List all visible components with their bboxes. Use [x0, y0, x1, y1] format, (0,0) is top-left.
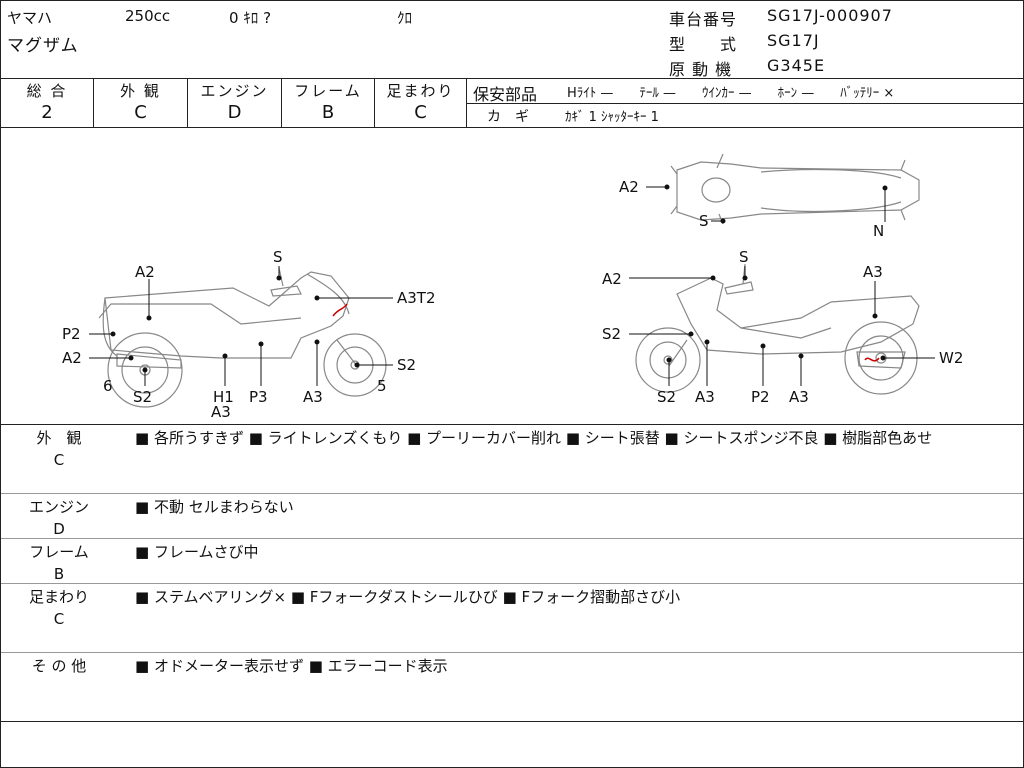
safety-parts-items: Hﾗｲﾄ — ﾃｰﾙ — ｳｲﾝｶｰ — ﾎｰﾝ — ﾊﾞｯﾃﾘｰ ×	[567, 86, 895, 101]
label-h1: H1	[213, 388, 234, 406]
section-engine: エンジン D ■ 不動 セルまわらない	[1, 494, 1023, 539]
safety-parts-label: 保安部品	[473, 85, 538, 104]
section-label: フレーム B	[15, 541, 103, 585]
section-frame: フレーム B ■ フレームさび中	[1, 539, 1023, 584]
label-s: S	[273, 248, 283, 266]
label-s: S	[699, 212, 709, 230]
grades-row: 総 合 2 外 観 C エンジン D フレーム B 足まわり C 保安部品 Hﾗ…	[1, 79, 1023, 128]
section-suspension: 足まわり C ■ ステムベアリング× ■ Fフォークダストシールひび ■ Fフォー…	[1, 584, 1023, 653]
grade-frame: フレーム B	[282, 79, 375, 127]
label-p2: P2	[62, 325, 81, 343]
label-p3: P3	[249, 388, 268, 406]
grade-value: D	[227, 102, 242, 123]
frame-label: 車台番号	[669, 10, 738, 29]
mileage: 0 ｷﾛ ?	[229, 9, 272, 27]
key-label: カ ギ	[487, 109, 529, 125]
damage-mark	[864, 357, 880, 362]
section-label: 外 観 C	[15, 427, 103, 471]
left-side-scooter	[98, 267, 387, 408]
grade-engine: エンジン D	[188, 79, 282, 127]
leader-lines	[89, 184, 935, 386]
grade-value: B	[321, 102, 335, 123]
section-title: エンジン	[28, 498, 89, 516]
grade-label: 外 観	[120, 82, 161, 100]
label-n: N	[873, 222, 885, 240]
key-row: カ ギ ｶｷﾞ 1 ｼｬｯﾀｰｷｰ 1	[467, 103, 1023, 127]
section-grade: C	[53, 451, 65, 469]
section-title: 外 観	[36, 429, 82, 447]
label-s2: S2	[657, 388, 677, 406]
label-a2: A2	[135, 263, 155, 281]
section-other: そ の 他 ■ オドメーター表示せず ■ エラーコード表示	[1, 653, 1023, 722]
label-a3: A3	[211, 403, 231, 421]
section-label: エンジン D	[15, 496, 103, 540]
section-exterior: 外 観 C ■ 各所うすきず ■ ライトレンズくもり ■ プーリーカバー削れ ■ …	[1, 425, 1023, 494]
grade-label: フレーム	[294, 82, 362, 100]
label-a3: A3	[695, 388, 715, 406]
label-a3: A3	[789, 388, 809, 406]
key-value: ｶｷﾞ 1 ｼｬｯﾀｰｷｰ 1	[565, 110, 659, 125]
maker: ヤマハ	[7, 9, 53, 27]
grade-value: C	[414, 102, 427, 123]
label-a3t2: A3T2	[397, 289, 436, 307]
section-text: ■ フレームさび中	[135, 543, 259, 561]
grade-overall: 総 合 2	[1, 79, 94, 127]
safety-parts: 保安部品 Hﾗｲﾄ — ﾃｰﾙ — ｳｲﾝｶｰ — ﾎｰﾝ — ﾊﾞｯﾃﾘｰ ×	[467, 79, 1023, 104]
section-label: そ の 他	[15, 655, 103, 677]
label-p2: P2	[751, 388, 770, 406]
section-text: ■ オドメーター表示せず ■ エラーコード表示	[135, 657, 448, 675]
section-grade: B	[53, 565, 65, 583]
engine-number: G345E	[767, 56, 826, 75]
damage-diagram: A2 S A3T2 P2 A2 S2 6 S2 H1 A3 P3 A3 5 A2…	[1, 128, 1023, 425]
section-label: 足まわり C	[15, 586, 103, 630]
grade-suspension: 足まわり C	[375, 79, 467, 127]
grade-label: 総 合	[26, 82, 68, 100]
label-a2: A2	[62, 349, 82, 367]
label-s2: S2	[602, 325, 622, 343]
label-a3: A3	[303, 388, 323, 406]
section-text: ■ ステムベアリング× ■ Fフォークダストシールひび ■ Fフォーク摺動部さび…	[135, 588, 681, 606]
grade-value: 2	[41, 102, 53, 123]
grade-value: C	[134, 102, 147, 123]
section-title: そ の 他	[31, 657, 87, 675]
frame-number: SG17J-000907	[767, 6, 893, 25]
type-number: SG17J	[767, 31, 820, 50]
damage-mark	[332, 303, 348, 317]
section-text: ■ 各所うすきず ■ ライトレンズくもり ■ プーリーカバー削れ ■ シート張替…	[135, 429, 933, 447]
section-grade: C	[53, 610, 65, 628]
type-label: 型 式	[669, 35, 738, 54]
section-title: フレーム	[29, 543, 89, 561]
model-name: マグザム	[7, 36, 79, 56]
top-view-scooter	[670, 153, 920, 225]
section-grade: D	[53, 520, 65, 538]
label-w2: W2	[939, 349, 964, 367]
header: ヤマハ 250cc 0 ｷﾛ ? ｸﾛ マグザム 車台番号 SG17J-0009…	[1, 1, 1023, 79]
section-text: ■ 不動 セルまわらない	[135, 498, 294, 516]
engine-label: 原 動 機	[669, 60, 733, 79]
label-a3: A3	[863, 263, 883, 281]
label-a2: A2	[619, 178, 639, 196]
grade-label: 足まわり	[386, 82, 455, 100]
label-5: 5	[377, 377, 387, 395]
grade-label: エンジン	[200, 82, 269, 100]
label-6: 6	[103, 377, 113, 395]
grade-exterior: 外 観 C	[94, 79, 188, 127]
label-s2: S2	[397, 356, 417, 374]
section-title: 足まわり	[28, 588, 89, 606]
displacement: 250cc	[125, 7, 171, 25]
label-s: S	[739, 248, 749, 266]
label-a2: A2	[602, 270, 622, 288]
color: ｸﾛ	[397, 9, 413, 27]
label-s2: S2	[133, 388, 153, 406]
